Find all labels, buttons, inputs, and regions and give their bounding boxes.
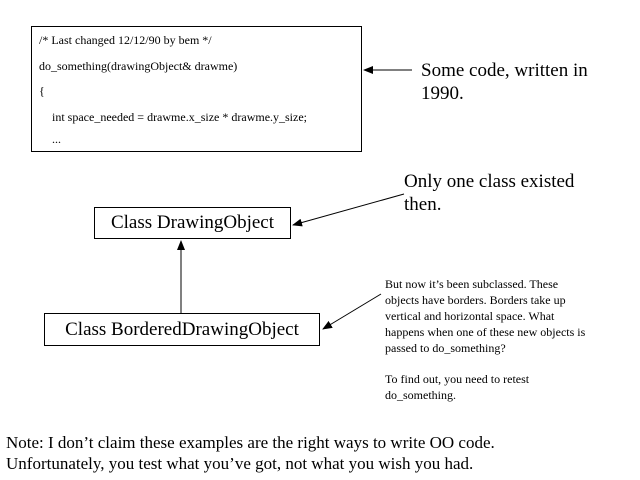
retest-callout-line: To find out, you need to retest: [385, 372, 530, 386]
class-callout: Only one class existed then.: [404, 170, 574, 216]
code-callout-line: Some code, written in: [421, 60, 588, 81]
retest-callout: To find out, you need to retest do_somet…: [385, 371, 635, 403]
class-callout-line: Only one class existed: [404, 171, 575, 192]
code-callout: Some code, written in 1990.: [421, 59, 588, 105]
class-drawing-object-box: Class DrawingObject: [94, 207, 291, 239]
class-bordered-drawing-object-label: Class BorderedDrawingObject: [65, 318, 299, 340]
code-callout-line: 1990.: [421, 83, 464, 104]
subclass-callout-line: objects have borders. Borders take up: [385, 293, 566, 307]
arrow-to-drawing-object: [292, 193, 405, 227]
retest-callout-line: do_something.: [385, 388, 456, 402]
class-drawing-object-label: Class DrawingObject: [110, 212, 275, 233]
footer-note-line: Unfortunately, you test what you’ve got,…: [6, 454, 474, 473]
code-box: /* Last changed 12/12/90 by bem */ do_so…: [31, 26, 362, 152]
footer-note: Note: I don’t claim these examples are t…: [6, 432, 495, 474]
subclass-callout: But now it’s been subclassed. These obje…: [385, 276, 635, 356]
code-line-statement: int space_needed = drawme.x_size * drawm…: [52, 110, 308, 124]
subclass-callout-line: But now it’s been subclassed. These: [385, 277, 559, 291]
arrow-to-bordered-drawing-object: [322, 293, 382, 330]
subclass-callout-line: passed to do_something?: [385, 341, 506, 355]
subclass-callout-line: happens when one of these new objects is: [385, 325, 586, 339]
class-bordered-drawing-object-box: Class BorderedDrawingObject: [44, 313, 320, 346]
class-callout-line: then.: [404, 194, 442, 215]
footer-note-line: Note: I don’t claim these examples are t…: [6, 433, 495, 452]
code-line-open-brace: {: [39, 84, 45, 98]
code-line-signature: do_something(drawingObject& drawme): [39, 59, 238, 73]
code-line-comment: /* Last changed 12/12/90 by bem */: [39, 33, 212, 47]
code-line-ellipsis: ...: [52, 132, 61, 146]
subclass-callout-line: vertical and horizontal space. What: [385, 309, 555, 323]
